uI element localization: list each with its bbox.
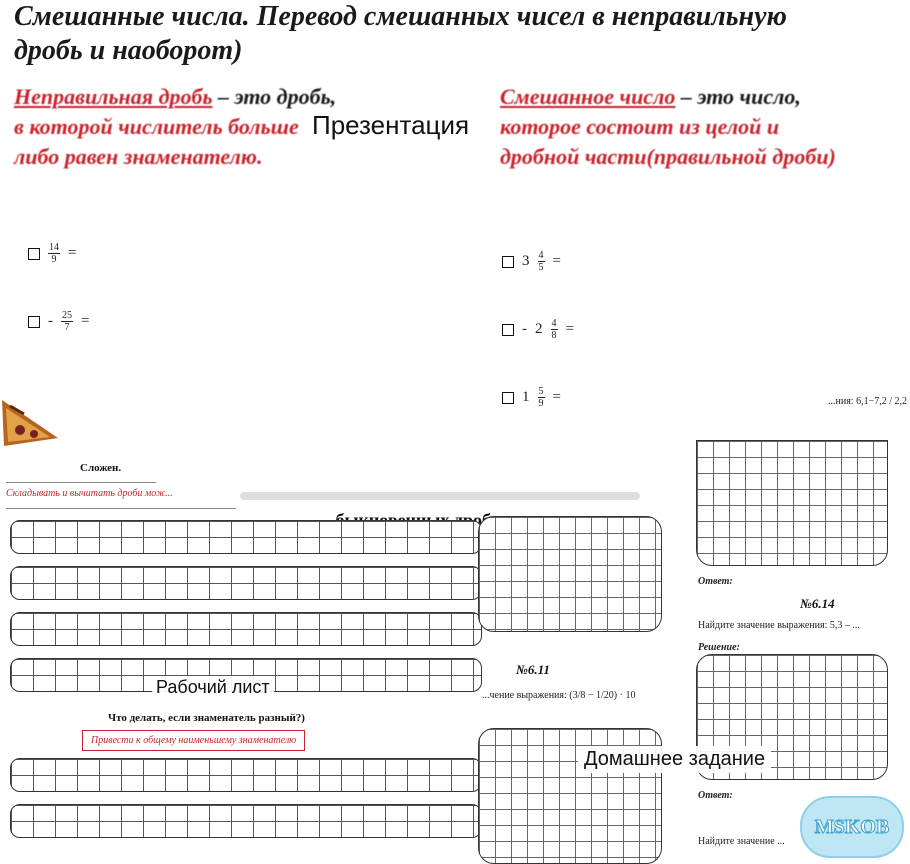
- pizza-slice-icon: [2, 400, 58, 446]
- improper-fraction-term: Неправильная дробь: [14, 84, 213, 109]
- answer-grid-row[interactable]: [10, 612, 482, 646]
- divider: [6, 482, 156, 483]
- page-edge: [240, 492, 640, 500]
- watermark-logo: MSKOB: [800, 796, 904, 858]
- mixed-number-dash: – это число,: [675, 84, 801, 109]
- watermark-text: MSKOB: [814, 815, 890, 838]
- checkbox-icon: [502, 391, 514, 404]
- mixed-number-term: Смешанное число: [500, 84, 676, 109]
- checkbox-icon: [502, 255, 514, 268]
- whole-part: 1: [522, 389, 530, 405]
- minus-sign: -: [48, 313, 53, 329]
- improper-fraction-dash: – это дробь,: [212, 84, 337, 109]
- whole-part: 3: [522, 253, 530, 269]
- equals-sign: =: [565, 321, 574, 337]
- answer-grid-row[interactable]: [10, 520, 482, 554]
- equals-sign: =: [552, 389, 561, 405]
- homework-bottom-text: Найдите значение ...: [698, 836, 785, 847]
- whole-part: 2: [535, 321, 543, 337]
- worksheet-question: Что делать, если знаменатель разный?): [108, 712, 305, 724]
- slide-title-line1: Смешанные числа. Перевод смешанных чисел…: [14, 1, 787, 32]
- answer-grid-row[interactable]: [10, 758, 482, 792]
- homework-solution-grid[interactable]: [478, 728, 662, 864]
- checkbox-icon: [502, 323, 514, 336]
- equals-sign: =: [552, 253, 561, 269]
- answer-grid-row[interactable]: [10, 566, 482, 600]
- mixed-number-definition: Смешанное число – это число, которое сос…: [500, 82, 900, 172]
- answer-label: Ответ:: [698, 576, 733, 587]
- task-614-text: Найдите значение выражения: 5,3 – ...: [698, 620, 860, 631]
- worksheet-answer-box: Привести к общему наименьшему знаменател…: [82, 730, 306, 751]
- solution-label: Решение:: [698, 642, 740, 653]
- slide-title: Смешанные числа. Перевод смешанных чисел…: [14, 0, 894, 68]
- task-number-611: №6.11: [516, 662, 550, 677]
- presentation-label: Презентация: [308, 108, 474, 143]
- checkbox-icon: [28, 247, 40, 260]
- equals-sign: =: [81, 313, 90, 329]
- answer-label: Ответ:: [698, 790, 733, 801]
- homework-top-expression: ...ния: 6,1−7,2 / 2,2: [828, 396, 907, 407]
- mixed-number-line2: которое состоит из целой и: [500, 114, 780, 139]
- divider: [6, 508, 236, 509]
- slide-title-line2: дробь и наоборот): [14, 35, 243, 66]
- worksheet-red-note: Складывать и вычитать дроби мож...: [6, 488, 173, 499]
- homework-solution-grid[interactable]: [696, 440, 888, 566]
- task-number-614: №6.14: [800, 596, 835, 611]
- improper-fraction-definition: Неправильная дробь – это дробь, в которо…: [14, 82, 394, 172]
- homework-solution-grid[interactable]: [478, 516, 662, 632]
- improper-fraction-line2: в которой числитель больше: [14, 114, 299, 139]
- checkbox-icon: [28, 315, 40, 328]
- mixed-number-line3: дробной части(правильной дроби): [500, 144, 836, 169]
- worksheet-label: Рабочий лист: [152, 676, 274, 699]
- homework-solution-grid[interactable]: [696, 654, 888, 780]
- answer-grid-row[interactable]: [10, 804, 482, 838]
- worksheet-heading: Сложен.: [80, 462, 122, 474]
- minus-sign: -: [522, 321, 527, 337]
- equals-sign: =: [68, 245, 77, 261]
- improper-fraction-line3: либо равен знаменателю.: [14, 144, 263, 169]
- homework-label: Домашнее задание: [578, 746, 772, 773]
- task-611-text: ...чение выражения: (3/8 − 1/20) · 10: [482, 690, 636, 701]
